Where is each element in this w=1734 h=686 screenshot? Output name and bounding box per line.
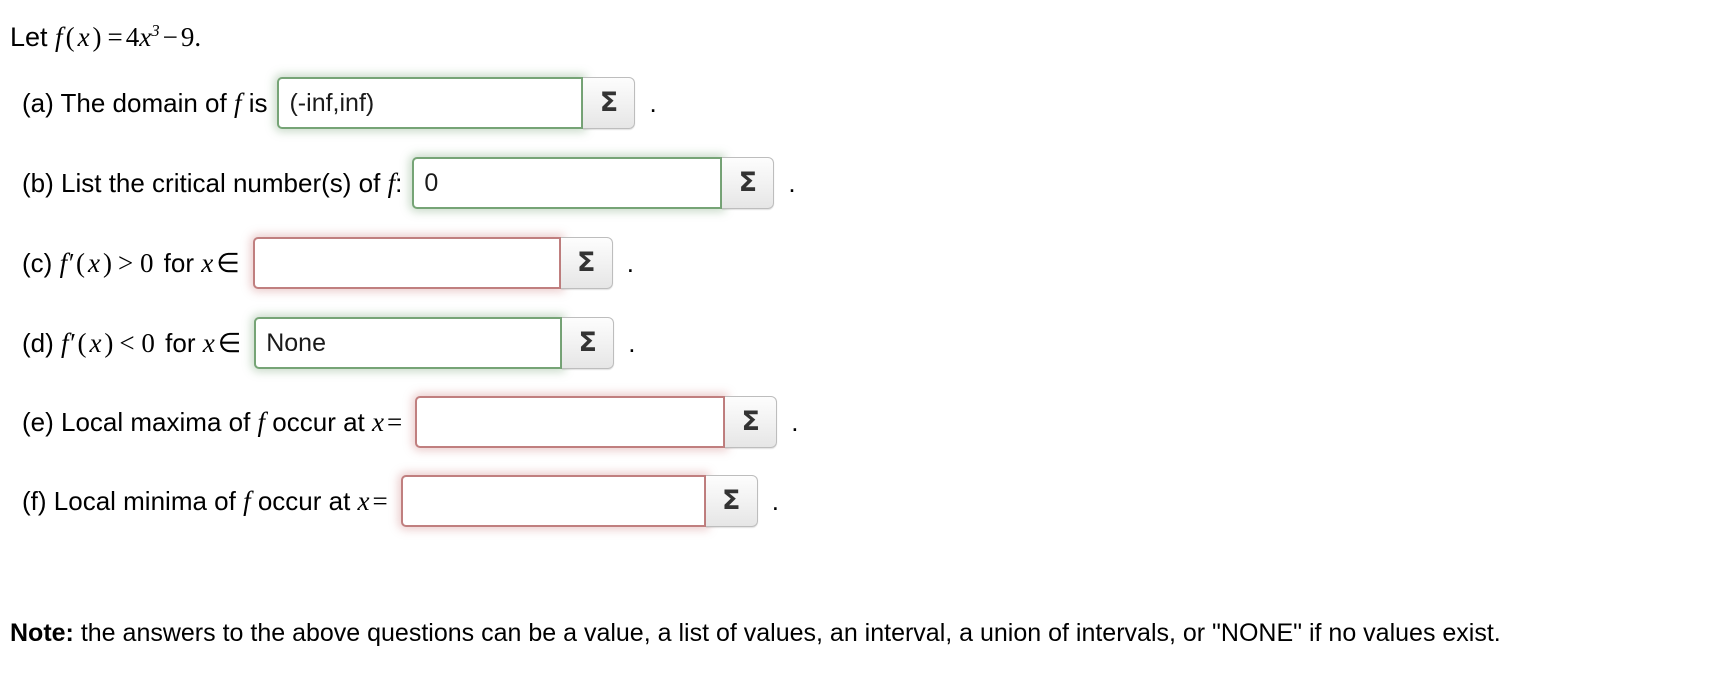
exponent-3: 3 [151,21,160,40]
function-name-f: f [55,22,63,52]
answer-widget-a: Σ [277,77,636,129]
variable-x: x [77,22,90,52]
sigma-button-d[interactable]: Σ [562,317,615,369]
sigma-button-e[interactable]: Σ [725,396,778,448]
intro-prefix: Let [10,22,56,52]
note-body: the answers to the above questions can b… [73,619,1501,647]
element-of-icon: ∈ [217,328,242,358]
sigma-button-c[interactable]: Σ [560,237,613,289]
answer-widget-c: Σ [252,237,613,289]
question-label-b: (b) List the critical number(s) of f: [22,168,412,198]
text-a-before: The domain of [53,88,234,118]
prime-symbol: ′ [67,248,73,278]
answer-widget-e: Σ [415,396,778,448]
question-label-f: (f) Local minima of f occur at x= [22,486,401,516]
text-f-before: Local minima of [46,486,244,516]
paren-open: ( [75,248,85,278]
equals-sign: = [386,407,403,437]
paren-open: ( [77,328,87,358]
answer-input-e[interactable] [415,396,726,448]
period-b: . [788,168,796,198]
period-a: . [649,88,657,118]
text-a-after: is [241,88,268,118]
question-row-d: (d) f′(x)< 0 for x∈ Σ . [22,314,635,372]
marker-a: (a) [22,88,54,118]
question-row-a: (a) The domain of f is Σ . [22,74,657,132]
answer-input-b[interactable] [412,157,723,209]
text-d-after: for [157,328,203,358]
text-c-after: for [156,248,202,278]
function-name-f: f [387,168,396,198]
question-label-d: (d) f′(x)< 0 for x∈ [22,328,254,358]
base-x: x [139,22,152,52]
variable-x: x [89,328,102,358]
answer-input-a[interactable] [277,77,584,129]
question-label-c: (c) f′(x)> 0 for x∈ [22,248,253,278]
paren-close: ) [102,248,112,278]
note-text: Note: the answers to the above questions… [10,618,1501,648]
variable-x: x [371,407,384,437]
paren-close: ) [92,22,102,52]
function-name-f: f [233,88,242,118]
period-f: . [771,486,779,516]
function-name-f: f [61,328,69,358]
marker-d: (d) [22,328,54,358]
marker-e: (e) [22,407,54,437]
function-name-f: f [59,248,68,278]
sigma-button-a[interactable]: Σ [583,77,636,129]
note-bold-label: Note: [10,619,74,647]
text-b-after: : [395,168,403,198]
intro-period: . [194,22,202,52]
marker-b: (b) [22,168,54,198]
text-d-before [54,328,61,358]
question-label-e: (e) Local maxima of f occur at x= [22,407,415,437]
text-b-before: List the critical number(s) of [53,168,388,198]
less-than-zero: < 0 [119,328,155,358]
sigma-button-b[interactable]: Σ [722,157,775,209]
paren-close: ) [104,328,114,358]
answer-widget-d: Σ [254,317,615,369]
variable-x: x [357,486,370,516]
element-of-icon: ∈ [216,248,240,278]
question-row-c: (c) f′(x)> 0 for x∈ Σ . [22,234,634,292]
variable-x: x [202,328,215,358]
function-name-f: f [257,407,266,437]
variable-x: x [201,248,214,278]
answer-input-d[interactable] [254,317,563,369]
text-c-before [52,248,59,278]
text-f-after: occur at [250,486,358,516]
function-name-f: f [243,486,251,516]
paren-open: ( [65,22,75,52]
period-e: . [791,407,799,437]
minus-sign: − [162,22,178,52]
problem-statement: Let f(x)=4x3−9. [10,14,201,54]
answer-widget-b: Σ [412,157,775,209]
question-row-e: (e) Local maxima of f occur at x= Σ . [22,393,798,451]
period-d: . [628,328,636,358]
equals-sign: = [372,486,388,516]
text-e-before: Local maxima of [53,407,258,437]
marker-c: (c) [22,248,53,278]
marker-f: (f) [22,486,47,516]
prime-symbol: ′ [68,328,75,358]
text-e-after: occur at [265,407,372,437]
answer-input-f[interactable] [400,475,706,527]
sigma-button-f[interactable]: Σ [705,475,758,527]
equals-sign: = [107,22,123,52]
question-row-b: (b) List the critical number(s) of f: Σ … [22,154,796,212]
answer-input-c[interactable] [252,237,561,289]
greater-than-zero: > 0 [117,248,154,278]
constant-9: 9 [180,22,195,52]
coefficient-4: 4 [125,22,140,52]
answer-widget-f: Σ [400,475,758,527]
question-row-f: (f) Local minima of f occur at x= Σ . [22,472,779,530]
period-c: . [626,248,634,278]
question-label-a: (a) The domain of f is [22,88,277,118]
variable-x: x [87,248,100,278]
